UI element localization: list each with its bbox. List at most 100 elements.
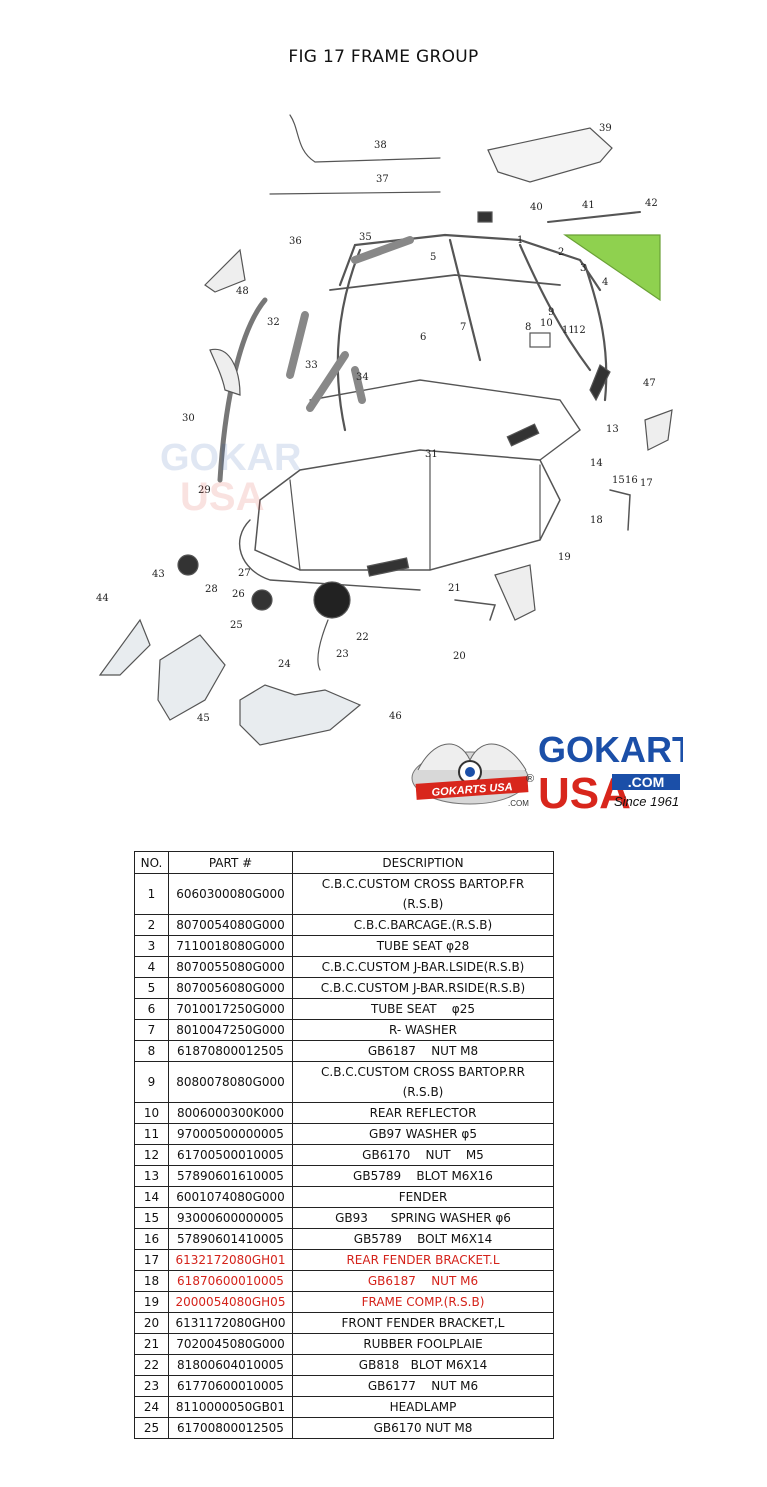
description-cell: REAR FENDER BRACKET.L xyxy=(292,1249,554,1271)
logo-badge-text: GOKARTS USA xyxy=(431,781,513,799)
row-number-cell: 10 xyxy=(134,1102,169,1124)
callout: 1 xyxy=(517,235,523,246)
description-line: HEADLAMP xyxy=(389,1400,457,1414)
description-line-2: (R.S.B) xyxy=(402,1085,444,1099)
callout: 3 xyxy=(580,263,586,274)
logo-gokarts-text: GOKARTS xyxy=(538,730,683,770)
description-cell: FENDER xyxy=(292,1186,554,1208)
callout: 11 xyxy=(562,325,575,336)
callout: 5 xyxy=(430,252,436,263)
part-number-cell: 61700500010005 xyxy=(168,1144,293,1166)
description-cell: TUBE SEAT φ25 xyxy=(292,998,554,1020)
part-number-cell: 2000054080GH05 xyxy=(168,1291,293,1313)
row-number-cell: 7 xyxy=(134,1019,169,1041)
row-number-cell: 3 xyxy=(134,935,169,957)
callout: 35 xyxy=(359,232,372,243)
row-number-cell: 21 xyxy=(134,1333,169,1355)
svg-text:.COM: .COM xyxy=(628,774,665,790)
callout: 2 xyxy=(558,247,564,258)
description-line: C.B.C.CUSTOM J-BAR.RSIDE(R.S.B) xyxy=(320,981,526,995)
description-line: R- WASHER xyxy=(389,1023,457,1037)
description-line: REAR FENDER BRACKET.L xyxy=(346,1253,500,1267)
description-line: GB6170 NUT M8 xyxy=(373,1421,473,1435)
callout: 6 xyxy=(420,332,426,343)
callout: 4 xyxy=(602,277,608,288)
description-line: GB93 SPRING WASHER φ6 xyxy=(335,1211,511,1225)
part-number-cell: 6131172080GH00 xyxy=(168,1312,293,1334)
callout: 29 xyxy=(198,485,211,496)
row-number-cell: 2 xyxy=(134,914,169,936)
logo-since-text: Since 1961 xyxy=(614,794,679,809)
callout: 26 xyxy=(232,589,245,600)
row-number-cell: 14 xyxy=(134,1186,169,1208)
callout: 43 xyxy=(152,569,165,580)
callout: 27 xyxy=(238,568,251,579)
row-number-cell: 13 xyxy=(134,1165,169,1187)
cable-38 xyxy=(289,114,441,163)
callout: 42 xyxy=(645,198,658,209)
description-line: TUBE SEAT φ28 xyxy=(376,939,470,953)
row-number-cell: 12 xyxy=(134,1144,169,1166)
description-cell: FRONT FENDER BRACKET,L xyxy=(292,1312,554,1334)
part-number-cell: 8070055080G000 xyxy=(168,956,293,978)
part-number-cell: 81800604010005 xyxy=(168,1354,293,1376)
description-cell: GB6187 NUT M6 xyxy=(292,1270,554,1292)
callout: 31 xyxy=(425,449,438,460)
description-line: REAR REFLECTOR xyxy=(369,1106,477,1120)
row-number-cell: 17 xyxy=(134,1249,169,1271)
cable-37 xyxy=(269,191,441,195)
part-number-cell: 57890601610005 xyxy=(168,1165,293,1187)
part-number-cell: 7020045080G000 xyxy=(168,1333,293,1355)
callout: 24 xyxy=(278,659,291,670)
gokarts-usa-logo: GOKARTS USA .COM ® GOKARTS USA .COM Sinc… xyxy=(411,730,683,818)
part-number-cell: 6001074080G000 xyxy=(168,1186,293,1208)
description-line: GB97 WASHER φ5 xyxy=(369,1127,477,1141)
callout: 41 xyxy=(582,200,595,211)
frame-drawing: 1 2 3 4 5 6 7 8 9 10 11 12 13 14 15 16 1… xyxy=(96,114,673,746)
callout: 33 xyxy=(305,360,318,371)
part-number-cell: 61870800012505 xyxy=(168,1040,293,1062)
part-number-cell: 7010017250G000 xyxy=(168,998,293,1020)
row-number-cell: 19 xyxy=(134,1291,169,1313)
svg-text:®: ® xyxy=(526,773,534,785)
part-number-cell: 8110000050GB01 xyxy=(168,1396,293,1418)
roof-39 xyxy=(487,127,613,183)
row-number-cell: 20 xyxy=(134,1312,169,1334)
exploded-frame-diagram: 1 2 3 4 5 6 7 8 9 10 11 12 13 14 15 16 1… xyxy=(0,100,767,840)
header-no: NO. xyxy=(134,851,169,874)
description-cell: R- WASHER xyxy=(292,1019,554,1041)
figure-title: FIG 17 FRAME GROUP xyxy=(288,47,479,67)
description-cell: GB5789 BOLT M6X14 xyxy=(292,1228,554,1250)
part-number-cell: 61700800012505 xyxy=(168,1417,293,1439)
description-cell: RUBBER FOOLPLAIE xyxy=(292,1333,554,1355)
callout: 15 xyxy=(612,475,625,486)
description-line: C.B.C.CUSTOM J-BAR.LSIDE(R.S.B) xyxy=(321,960,525,974)
description-cell: GB93 SPRING WASHER φ6 xyxy=(292,1207,554,1229)
row-number-cell: 24 xyxy=(134,1396,169,1418)
description-line: GB818 BLOT M6X14 xyxy=(358,1358,488,1372)
row-number-cell: 9 xyxy=(134,1061,169,1103)
callout: 9 xyxy=(548,307,554,318)
description-cell: GB6187 NUT M8 xyxy=(292,1040,554,1062)
description-line: GB6177 NUT M6 xyxy=(367,1379,479,1393)
description-cell: FRAME COMP.(R.S.B) xyxy=(292,1291,554,1313)
part-number-cell: 57890601410005 xyxy=(168,1228,293,1250)
callout: 23 xyxy=(336,649,349,660)
